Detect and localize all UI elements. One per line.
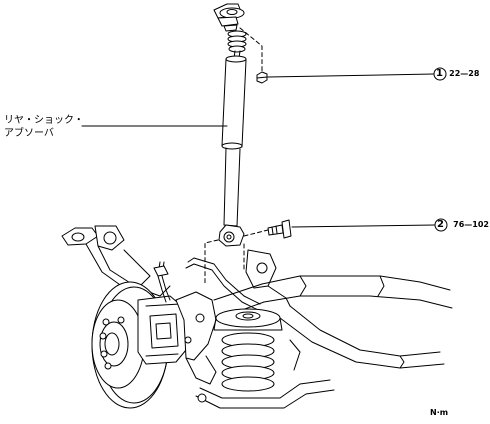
knuckle	[175, 291, 217, 385]
brake-line	[153, 257, 261, 311]
component-label: リヤ・ショック・ アブソーバ	[4, 114, 84, 140]
callout-1: 1 22—28	[436, 67, 479, 80]
callout-2: 2 76—102	[437, 218, 489, 231]
callout-1-number: 1	[436, 68, 443, 79]
rear-shock-absorber	[213, 3, 247, 247]
callout-1-torque: 22—28	[449, 69, 480, 78]
lower-arm	[195, 339, 335, 409]
brake-caliper	[137, 295, 187, 365]
callout-2-torque: 76—102	[453, 220, 489, 229]
torque-unit: N·m	[430, 408, 449, 417]
alignment-dashed-lines	[204, 27, 269, 286]
coil-spring	[213, 308, 283, 392]
callout-2-number: 2	[437, 219, 444, 230]
component-label-line1: リヤ・ショック・	[4, 115, 84, 126]
component-label-line2: アブソーバ	[4, 128, 54, 139]
lower-bolt	[267, 219, 292, 239]
axle-beam	[213, 249, 453, 369]
callout-circles	[433, 67, 448, 232]
leader-lines	[81, 73, 436, 228]
trailing-arm	[61, 225, 171, 297]
upper-nut	[256, 71, 268, 84]
